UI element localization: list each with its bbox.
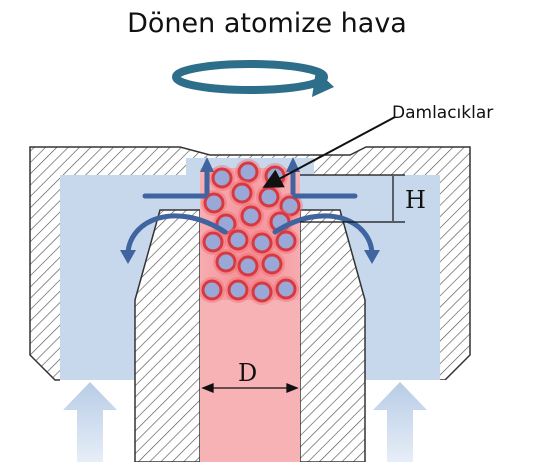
rotation-arrow-icon — [172, 60, 334, 97]
droplet — [202, 231, 224, 253]
flow-arrow-icons — [125, 167, 375, 256]
droplet — [258, 186, 280, 208]
liquid-channel-lower — [200, 300, 300, 462]
droplet — [237, 161, 259, 183]
droplet — [261, 253, 283, 275]
droplets-label: Damlacıklar — [392, 103, 494, 123]
droplet — [279, 195, 301, 217]
inner-nozzle-left — [134, 209, 201, 462]
droplet — [215, 251, 237, 273]
up-arrow-icon-right — [373, 382, 427, 462]
droplets-pointer-arrow — [262, 116, 396, 188]
droplet — [251, 281, 273, 303]
droplet — [231, 182, 253, 204]
dimension-h — [300, 174, 405, 223]
droplet — [275, 230, 297, 252]
dimension-h-label: H — [405, 186, 426, 214]
droplet — [203, 192, 225, 214]
droplet — [251, 232, 273, 254]
droplet — [227, 229, 249, 251]
droplet — [240, 205, 262, 227]
droplet — [275, 278, 297, 300]
diagram-title: Dönen atomize hava — [127, 8, 407, 39]
droplet — [211, 167, 233, 189]
droplet — [237, 255, 259, 277]
dimension-d — [201, 383, 299, 393]
dimension-d-label: D — [238, 359, 257, 387]
droplet — [227, 279, 249, 301]
flow-arrowheads — [120, 157, 380, 264]
droplet — [201, 279, 223, 301]
up-arrow-icon-left — [63, 382, 117, 462]
